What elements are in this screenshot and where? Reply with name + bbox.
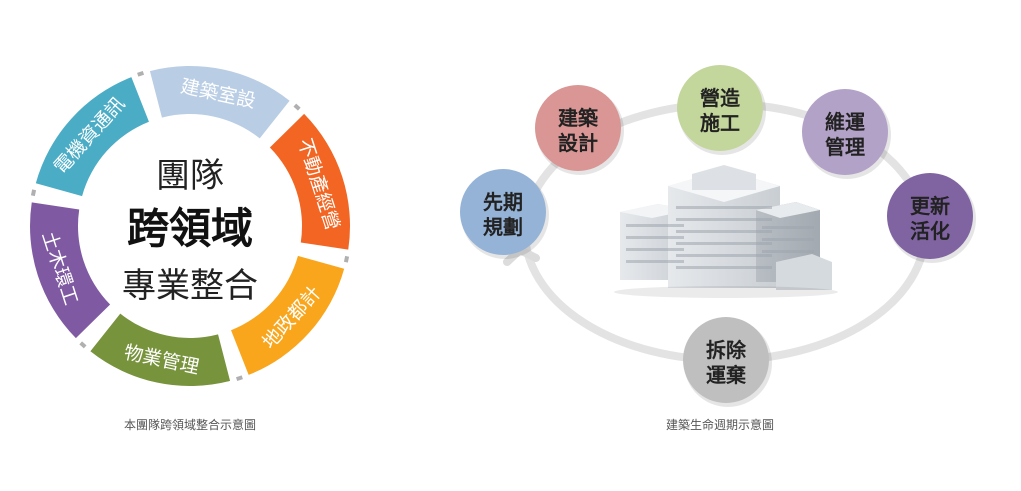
ring-gap-mark bbox=[235, 375, 243, 381]
stage-label-line2: 管理 bbox=[825, 135, 865, 159]
ring-segment bbox=[30, 202, 111, 339]
stage-label-line1: 建築 bbox=[558, 106, 599, 130]
team-integration-diagram: 電機資通訊建築室設不動產經營地政都計物業管理土木環工 團隊 跨領域 專業整合 bbox=[30, 65, 350, 386]
ring-gap-mark bbox=[343, 255, 350, 263]
ring-segment bbox=[35, 77, 149, 197]
center-title-team: 團隊 bbox=[156, 156, 224, 196]
ring-gap-mark bbox=[79, 341, 87, 349]
stage-circle bbox=[802, 89, 888, 175]
lifecycle-stages: 先期規劃建築設計營造施工維運管理更新活化拆除運棄 bbox=[460, 65, 976, 407]
stage-label-line2: 施工 bbox=[700, 111, 740, 135]
stage-label-line2: 活化 bbox=[910, 219, 950, 243]
stage-circle bbox=[677, 65, 763, 151]
stage-circle bbox=[460, 169, 546, 255]
center-title-integration: 專業整合 bbox=[122, 266, 258, 306]
ring-separators bbox=[30, 71, 350, 381]
ring-segment bbox=[90, 313, 231, 386]
stage-label-line1: 更新 bbox=[910, 194, 950, 218]
ring-gap-mark bbox=[293, 103, 301, 111]
stage-label-line2: 設計 bbox=[558, 131, 598, 155]
stage-circle bbox=[683, 317, 769, 403]
ring-segment bbox=[149, 65, 290, 139]
building-icon bbox=[614, 165, 838, 298]
lifecycle-diagram-caption: 建築生命週期示意圖 bbox=[665, 418, 774, 432]
stage-label-line1: 先期 bbox=[483, 190, 523, 214]
center-title-cross-domain: 跨領域 bbox=[127, 204, 253, 253]
stage-circle bbox=[887, 173, 973, 259]
stage-label-line2: 規劃 bbox=[483, 215, 523, 239]
ring-segment bbox=[269, 113, 350, 250]
stage-label-line2: 運棄 bbox=[706, 363, 747, 387]
ring-segment bbox=[231, 255, 345, 375]
team-diagram-caption: 本團隊跨領域整合示意圖 bbox=[123, 418, 256, 432]
stage-circle bbox=[535, 85, 621, 171]
ring-gap-mark bbox=[30, 189, 37, 197]
building-lifecycle-diagram: 先期規劃建築設計營造施工維運管理更新活化拆除運棄 bbox=[460, 65, 976, 407]
ring-gap-mark bbox=[137, 71, 145, 77]
stage-label-line1: 拆除 bbox=[706, 338, 747, 362]
discipline-ring bbox=[30, 65, 350, 386]
stage-label-line1: 營造 bbox=[700, 86, 741, 110]
stage-label-line1: 維運 bbox=[825, 110, 865, 134]
